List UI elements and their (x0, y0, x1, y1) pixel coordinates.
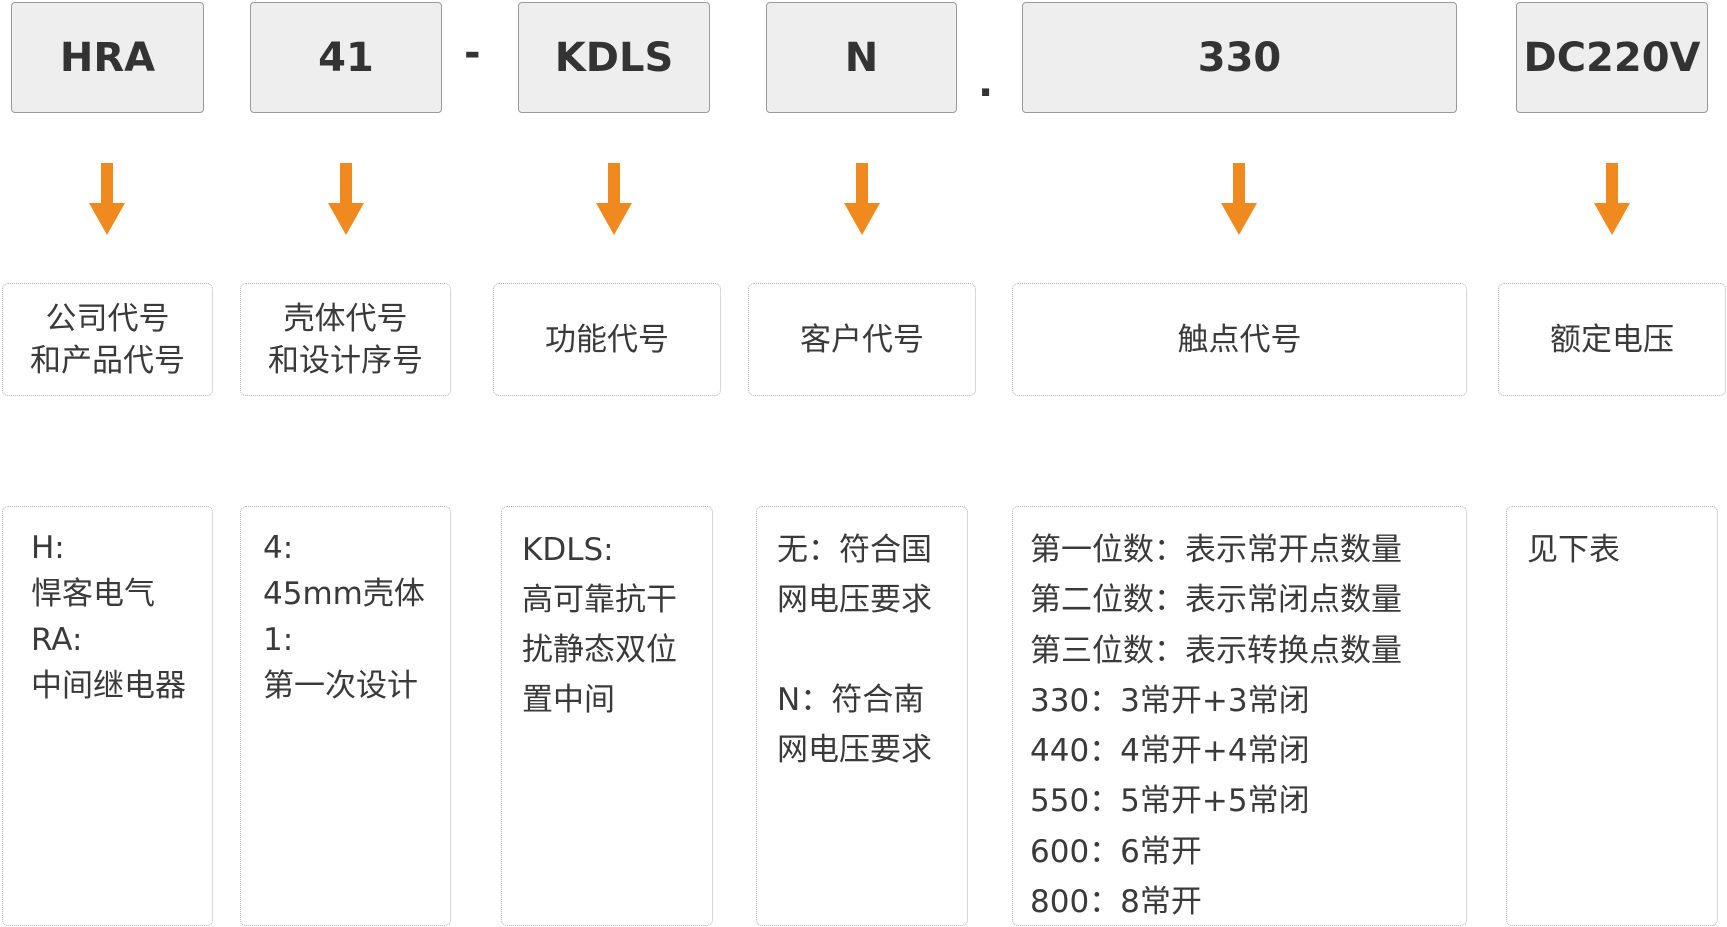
code-text: 41 (318, 34, 374, 81)
desc-text: 见下表 (1527, 532, 1620, 568)
arrow-down-icon (596, 163, 632, 235)
code-text: 330 (1197, 34, 1282, 81)
desc-customer: 无：符合国 网电压要求 N：符合南 网电压要求 (756, 506, 968, 926)
desc-text: 第一位数：表示常开点数量 第二位数：表示常闭点数量 第三位数：表示转换点数量 3… (1030, 532, 1402, 921)
desc-contact: 第一位数：表示常开点数量 第二位数：表示常闭点数量 第三位数：表示转换点数量 3… (1012, 506, 1467, 926)
label-contact-code: 触点代号 (1012, 283, 1467, 396)
code-text: DC220V (1523, 34, 1701, 81)
desc-function: KDLS: 高可靠抗干 扰静态双位 置中间 (501, 506, 713, 926)
code-box-function: KDLS (518, 2, 710, 113)
label-company-product-code: 公司代号 和产品代号 (2, 283, 213, 396)
code-box-product: HRA (11, 2, 204, 113)
arrow-down-icon (1594, 163, 1630, 235)
arrow-down-icon (89, 163, 125, 235)
code-box-housing: 41 (250, 2, 442, 113)
desc-text: 无：符合国 网电压要求 N：符合南 网电压要求 (777, 532, 932, 768)
label-housing-design-code: 壳体代号 和设计序号 (240, 283, 451, 396)
separator-dash: - (464, 30, 481, 76)
code-box-contact: 330 (1022, 2, 1457, 113)
label-customer-code: 客户代号 (748, 283, 976, 396)
label-rated-voltage: 额定电压 (1498, 283, 1726, 396)
separator-dot: . (978, 60, 994, 106)
desc-housing-design: 4: 45mm壳体 1: 第一次设计 (240, 506, 451, 926)
code-text: N (844, 34, 879, 81)
desc-company-product: H: 悍客电气 RA: 中间继电器 (2, 506, 213, 926)
code-box-customer: N (766, 2, 957, 113)
arrow-down-icon (844, 163, 880, 235)
code-text: KDLS (554, 34, 674, 81)
desc-text: 4: 45mm壳体 1: 第一次设计 (263, 530, 425, 704)
desc-text: KDLS: 高可靠抗干 扰静态双位 置中间 (522, 532, 677, 718)
label-function-code: 功能代号 (493, 283, 721, 396)
desc-voltage: 见下表 (1506, 506, 1718, 926)
code-box-voltage: DC220V (1516, 2, 1708, 113)
code-text: HRA (59, 34, 156, 81)
desc-text: H: 悍客电气 RA: 中间继电器 (31, 530, 186, 704)
arrow-down-icon (1221, 163, 1257, 235)
arrow-down-icon (328, 163, 364, 235)
